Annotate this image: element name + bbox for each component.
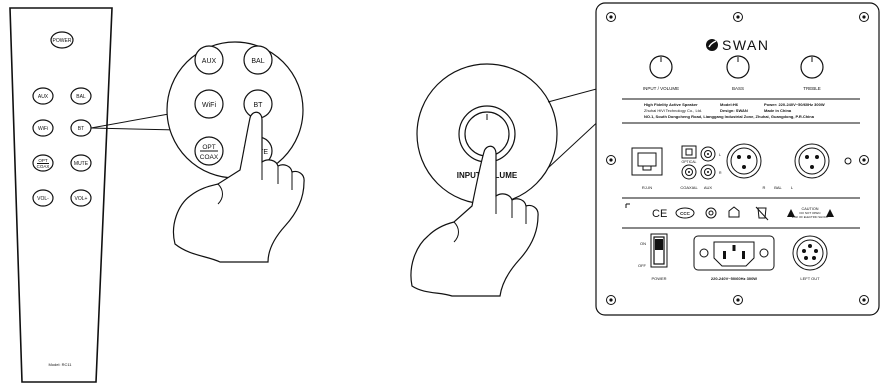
input-volume-knob[interactable]: INPUT / VOLUME [643,55,679,91]
ce-mark-icon: CE [652,208,667,220]
remote-power-button[interactable]: POWER [50,31,74,49]
svg-text:OPT: OPT [38,158,48,163]
panel-screws [606,12,869,305]
svg-text:Model:H6: Model:H6 [720,102,739,107]
svg-text:ON: ON [640,241,646,246]
svg-text:POWER: POWER [651,276,666,281]
svg-text:Made in China: Made in China [764,108,792,113]
knob-zoom-circle: INPUT/VOLUME [416,63,558,205]
treble-knob[interactable]: TREBLE [800,55,824,91]
svg-text:WiFi: WiFi [38,126,48,132]
hand-turning-knob-icon [410,145,539,297]
svg-text:AUX: AUX [38,94,49,100]
aux-ports[interactable]: L R AUX [700,146,722,190]
remote-bal-button[interactable]: BAL [70,87,92,105]
bal-xlr-ports[interactable]: R BAL L [726,143,830,190]
svg-text:R: R [719,171,722,175]
svg-text:WiFi: WiFi [202,102,216,109]
remote-bt-button[interactable]: BT [70,119,92,137]
svg-text:AUX: AUX [704,185,713,190]
svg-text:COAXIAL: COAXIAL [680,185,698,190]
rj-in-port[interactable]: RJ-IN [631,147,663,190]
remote-vol-down-button[interactable]: VOL- [32,189,54,207]
swan-logo: SWAN [706,37,769,53]
remote-control: POWER AUX BAL WiFi BT OPT COAX MUTE [9,7,113,383]
hand-pointing-bt-icon [172,111,305,263]
svg-text:RISK OF ELECTRIC SHOCK: RISK OF ELECTRIC SHOCK [792,215,829,219]
left-out-port[interactable]: LEFT OUT [792,235,828,281]
svg-text:MUTE: MUTE [74,161,89,167]
remote-callout-lines [90,111,181,131]
svg-text:BAL: BAL [251,58,264,65]
svg-text:OPT: OPT [202,144,215,151]
zoom-aux-button[interactable]: AUX [194,45,224,75]
remote-wifi-button[interactable]: WiFi [32,119,54,137]
svg-text:BAL: BAL [774,185,782,190]
remote-aux-button[interactable]: AUX [32,87,54,105]
svg-text:BASS: BASS [732,86,744,91]
svg-text:L: L [791,185,794,190]
svg-text:TREBLE: TREBLE [803,86,821,91]
ac-inlet[interactable]: 220-240V~50/60Hz 300W [693,235,775,281]
recycle-mark-icon [705,207,717,219]
svg-text:RJ-IN: RJ-IN [642,185,652,190]
svg-text:R: R [763,185,766,190]
rear-panel: SWAN INPUT / VOLUME BASS TREBLE High Fid… [595,2,880,316]
svg-text:NO.1, South Dongcheng Road, Li: NO.1, South Dongcheng Road, Lianggang In… [644,114,815,119]
svg-text:INPUT / VOLUME: INPUT / VOLUME [643,86,679,91]
power-switch[interactable]: ON OFF POWER [638,233,668,281]
remote-model-label: Model: RC11 [48,362,72,367]
zoom-wifi-button[interactable]: WiFi [194,89,224,119]
caution-warning-icon: CAUTION DO NOT OPEN RISK OF ELECTRIC SHO… [787,207,834,219]
product-info-block: High Fidelity Active Speaker Model:H6 Po… [622,98,860,124]
coaxial-port[interactable]: COAXIAL [680,164,698,190]
svg-text:COAX: COAX [37,164,50,169]
optical-port[interactable]: OPTICAL [681,145,697,164]
svg-text:VOL+: VOL+ [75,196,88,202]
weee-bin-icon [755,206,769,221]
svg-text:L: L [719,153,721,157]
remote-zoom-circle: AUX BAL WiFi BT OPT COAX UTE [166,41,304,179]
svg-text:220-240V~50/60Hz 300W: 220-240V~50/60Hz 300W [711,276,757,281]
svg-text:Zhuhai HiVi Technology Co., Lt: Zhuhai HiVi Technology Co., Ltd. [644,108,702,113]
svg-text:SWAN: SWAN [722,37,769,53]
zoom-opt-coax-button[interactable]: OPT COAX [194,136,224,166]
remote-opt-coax-button[interactable]: OPT COAX [32,154,54,172]
bass-knob[interactable]: BASS [726,55,750,91]
svg-text:BT: BT [78,126,84,132]
svg-text:CAUTION: CAUTION [801,207,818,211]
svg-text:BT: BT [254,102,264,109]
svg-text:High Fidelity Active Speaker: High Fidelity Active Speaker [644,102,698,107]
svg-text:POWER: POWER [53,38,72,44]
svg-text:VOL-: VOL- [37,196,49,202]
svg-text:Power: 220-240V~50/60Hz 300W: Power: 220-240V~50/60Hz 300W [764,102,825,107]
house-mark-icon [728,206,740,218]
zoom-bal-button[interactable]: BAL [243,45,273,75]
ccc-mark-icon: CCC [675,207,695,219]
svg-text:OFF: OFF [638,263,647,268]
remote-mute-button[interactable]: MUTE [70,154,92,172]
remote-vol-up-button[interactable]: VOL+ [70,189,92,207]
svg-text:Design: SWAN: Design: SWAN [720,108,748,113]
certification-row: CE CCC CAUTION DO NOT OPEN RISK OF ELECT… [622,197,860,229]
svg-text:CCC: CCC [680,211,690,216]
svg-text:AUX: AUX [202,58,217,65]
svg-text:COAX: COAX [200,154,219,161]
svg-text:BAL: BAL [76,94,86,100]
svg-text:LEFT OUT: LEFT OUT [800,276,820,281]
svg-text:OPTICAL: OPTICAL [682,160,697,164]
svg-text:DO NOT OPEN: DO NOT OPEN [800,211,821,215]
